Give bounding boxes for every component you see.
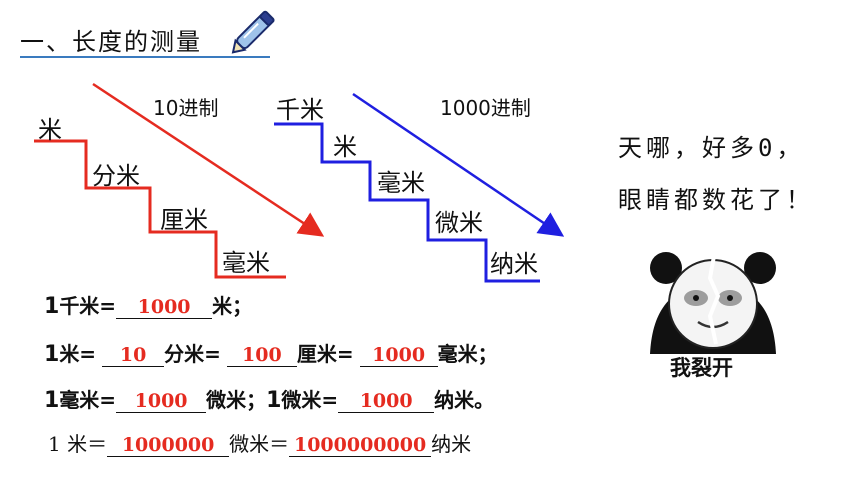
answer-m-um: 1000000 [121,434,215,456]
answer-m-mm: 1000 [372,344,426,366]
blue-staircase [274,122,540,283]
answer-m-nm: 1000000000 [293,434,427,456]
page-title: 一、长度的测量 [20,28,202,56]
red-staircase [34,139,286,279]
answer-mm-um: 1000 [134,390,188,412]
answer-km-m: 1000 [137,296,191,318]
unit-mm-left: 毫米 [222,249,270,277]
title-underline [20,56,270,58]
unit-dm: 分米 [92,162,140,190]
unit-nm: 纳米 [490,250,538,278]
unit-cm: 厘米 [160,206,208,234]
unit-mm-right: 毫米 [377,169,425,197]
base-1000-label: 1000进制 [440,96,531,120]
exclamation-line-1: 天哪，好多0， [618,134,805,162]
red-arrow [92,82,325,237]
meme-caption: 我裂开 [670,356,733,380]
pen-icon [231,10,275,54]
answer-m-cm: 100 [242,344,282,366]
unit-um: 微米 [435,209,483,237]
stairs-diagram [34,82,565,283]
exclamation-line-2: 眼睛都数花了！ [618,186,814,214]
answer-um-nm: 1000 [359,390,413,412]
answer-m-dm: 10 [119,344,147,366]
unit-km: 千米 [276,96,324,124]
panda-meme-icon [650,252,776,354]
base-10-label: 10进制 [153,96,219,120]
unit-m-left: 米 [38,116,62,144]
blue-arrow [352,92,565,237]
unit-m-right: 米 [333,133,357,161]
